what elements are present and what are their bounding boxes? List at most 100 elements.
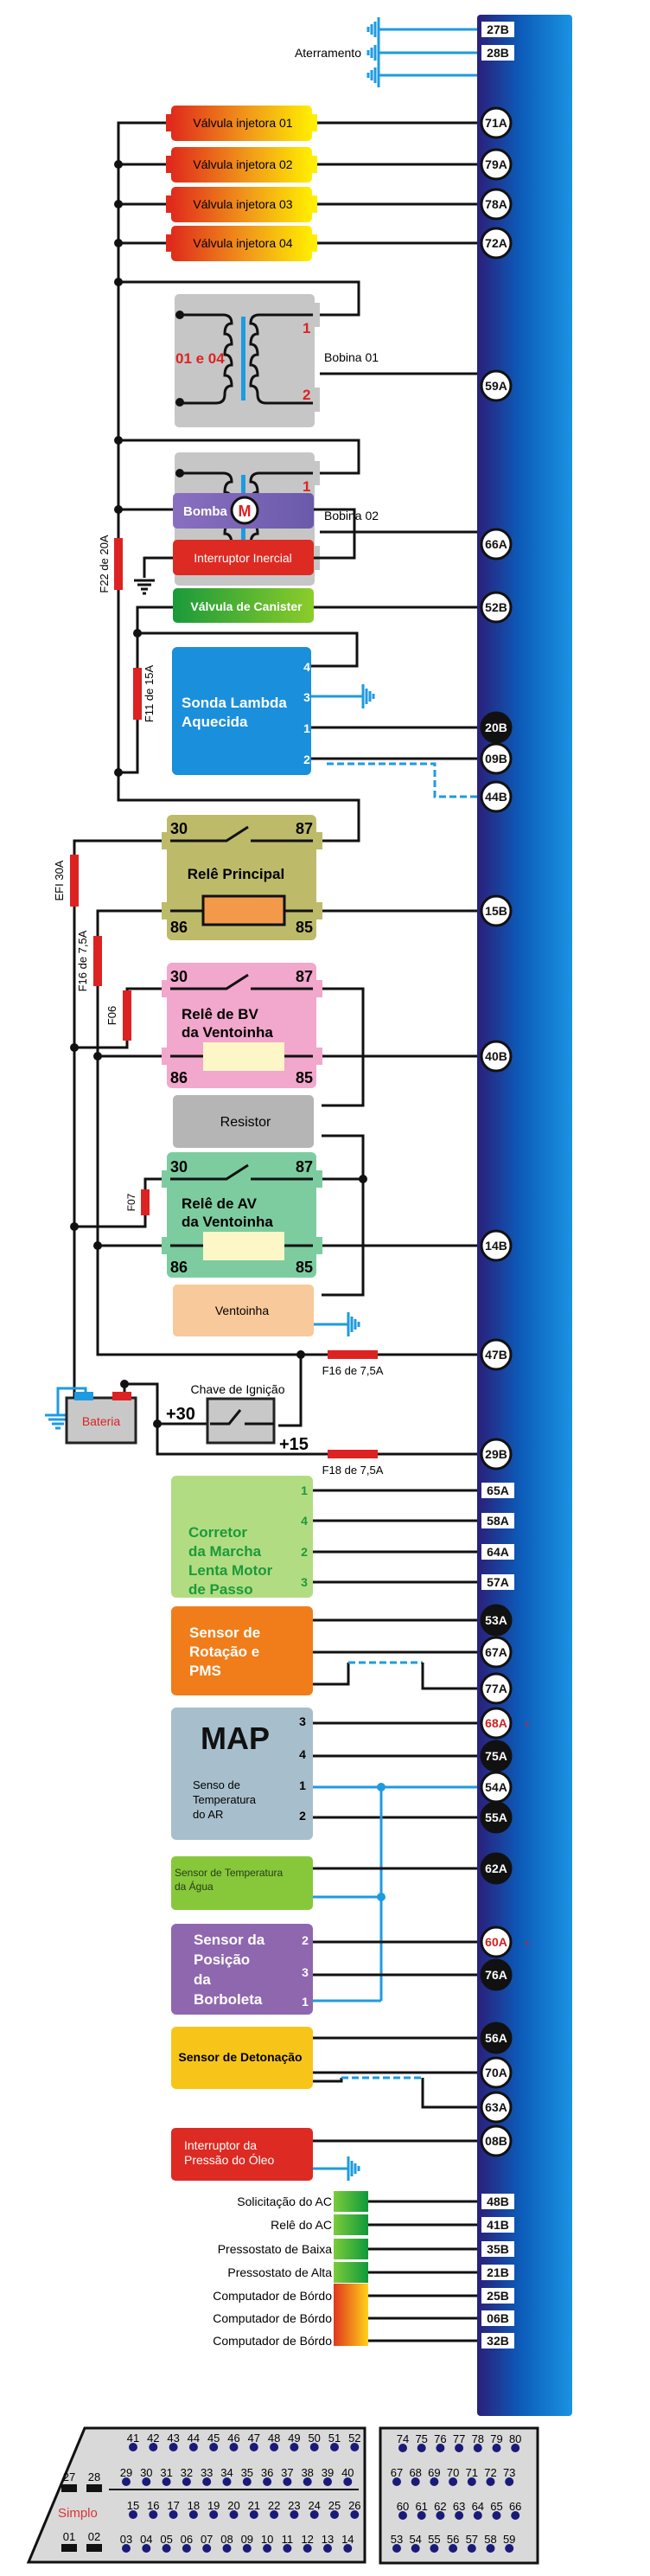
svg-text:4: 4 [303,660,310,674]
connector-pin [129,2510,137,2519]
connector-brand-label: Simplo [58,2506,98,2521]
svg-text:55A: 55A [485,1810,507,1824]
svg-text:14B: 14B [485,1239,507,1253]
svg-text:60: 60 [397,2500,409,2513]
svg-text:76A: 76A [485,1968,507,1982]
connector-pin [222,2477,232,2486]
svg-text:85: 85 [296,1069,313,1086]
aux-label: Computador de Bórdo [213,2311,332,2325]
ecu-pin-badge: 64A [481,1544,514,1560]
connector-pin [162,2477,171,2486]
ecu-pin-badge: 63A [480,2091,513,2124]
connector-pin [323,2477,332,2486]
svg-text:54A: 54A [485,1780,507,1794]
map-title: MAP [201,1721,270,1756]
svg-text:+: + [524,1937,530,1949]
ecu-pin-badge: 70A [480,2056,513,2089]
ignition-switch[interactable] [206,1397,276,1445]
connector-pin [122,2477,131,2486]
svg-text:47: 47 [248,2432,260,2445]
ac-signal-block [334,2214,368,2235]
svg-text:56: 56 [447,2533,459,2546]
ecu-pin-badge: 66A [480,528,513,561]
connector-pin [467,2544,476,2553]
svg-text:61: 61 [415,2500,427,2513]
connector-pin [398,2511,407,2520]
ac-signal-block [334,2262,368,2283]
svg-text:65: 65 [490,2500,502,2513]
svg-text:86: 86 [170,919,188,936]
svg-text:PMS: PMS [189,1663,221,1679]
trip-computer-block [334,2284,368,2346]
svg-text:Relê de AV: Relê de AV [182,1195,258,1212]
svg-text:30: 30 [170,820,188,837]
svg-text:06: 06 [181,2533,193,2546]
resistor-label: Resistor [220,1115,271,1130]
fuse-f11 [133,668,142,720]
connector-pin [249,2510,258,2519]
svg-text:03: 03 [120,2533,132,2546]
svg-text:21: 21 [248,2499,260,2512]
connector-pin [505,2544,514,2553]
svg-text:35B: 35B [487,2242,509,2256]
svg-text:58: 58 [484,2533,496,2546]
svg-text:Senso de: Senso de [193,1778,240,1791]
connector-pin [417,2511,426,2520]
svg-text:39: 39 [322,2466,334,2479]
svg-text:49: 49 [288,2432,300,2445]
map-sensor [171,1708,313,1840]
resistor [173,1095,314,1148]
svg-text:do AR: do AR [193,1808,223,1821]
svg-text:33: 33 [201,2466,213,2479]
ecu-pin-badge: 15B [480,894,513,927]
svg-text:59: 59 [503,2533,515,2546]
ecu-pin-badge: 28B [481,45,514,61]
connector-pin [486,2544,495,2553]
fuse-efi [70,855,79,907]
svg-text:26: 26 [348,2499,360,2512]
ecu-pin-badge: 71A [480,106,513,139]
ecu-pin-badge: 57A [481,1574,514,1590]
connector-pin [270,2510,279,2519]
ecu-pin-badge: 76A [480,1958,513,1991]
svg-text:da: da [194,1971,211,1988]
fuse-f22 [114,538,123,590]
svg-text:Interruptor da: Interruptor da [184,2138,257,2152]
svg-text:07: 07 [201,2533,213,2546]
ecu-pin-badge: 67A [480,1636,513,1669]
svg-text:08B: 08B [485,2134,507,2148]
knock-sensor [171,2027,313,2089]
ecu-pin-badge: 65A [481,1483,514,1498]
svg-text:Rotação e: Rotação e [189,1644,259,1660]
connector-pin [330,2510,339,2519]
connector-pin [398,2444,407,2452]
svg-text:58A: 58A [487,1514,509,1528]
svg-text:51: 51 [328,2432,341,2445]
main-relay-label: Relê Principal [188,866,284,882]
svg-text:71: 71 [466,2466,478,2479]
svg-text:50: 50 [308,2432,320,2445]
ecu-pin-badge: 21B [481,2265,514,2280]
connector-pin [162,2544,171,2553]
connector-pin [188,2510,198,2519]
svg-text:40: 40 [341,2466,354,2479]
svg-text:54: 54 [409,2533,421,2546]
ecu-pin-badge: 35B [481,2241,514,2257]
svg-text:79A: 79A [485,157,507,171]
motor-icon [230,496,259,525]
ecu-pin-badge: 59A [480,369,513,402]
ground-icon [366,16,380,43]
connector-pin [511,2511,520,2520]
ecu-pin-badge: 52B [480,591,513,624]
svg-text:60A: 60A [485,1935,507,1949]
svg-text:1: 1 [303,320,310,336]
svg-text:21B: 21B [487,2265,509,2279]
connector-pin [350,2443,360,2451]
svg-text:16: 16 [147,2499,159,2512]
coil-label: Bobina 02 [324,509,379,522]
svg-text:59A: 59A [485,379,507,393]
canister-label: Válvula de Canister [190,599,303,613]
fuse-f16 [328,1350,378,1359]
ground-label: Aterramento [295,46,361,60]
svg-text:2: 2 [302,1933,309,1947]
